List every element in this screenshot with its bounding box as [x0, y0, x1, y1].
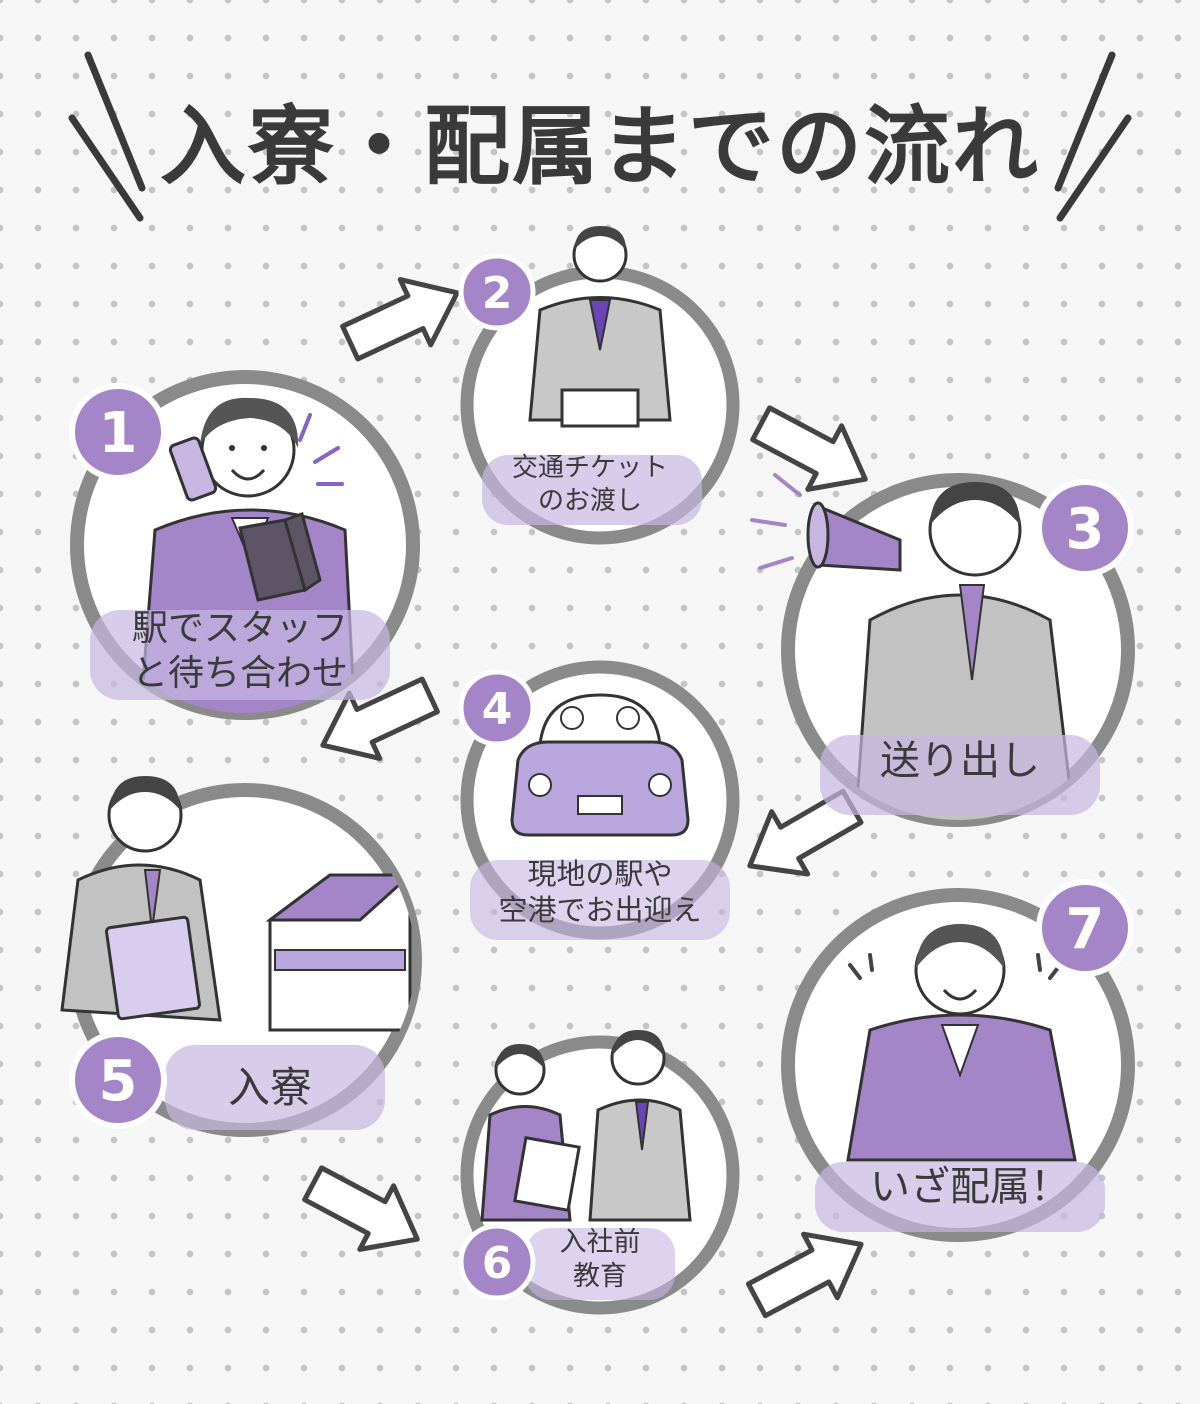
step-label-line: 入社前 — [559, 1227, 641, 1258]
step-number: 3 — [1066, 497, 1105, 562]
label-highlight — [820, 735, 1100, 815]
step-6-label: 入社前 教育 — [520, 1226, 680, 1294]
step-7-illustration — [846, 1013, 1077, 1162]
step-badge — [458, 1223, 536, 1301]
step-6: 6 — [458, 1030, 740, 1315]
step-badge — [1036, 479, 1134, 577]
ticket-icon — [560, 388, 640, 428]
step-label-line: 教育 — [573, 1260, 627, 1292]
step-3-label: 送り出し — [830, 736, 1090, 786]
step-badge — [458, 253, 536, 331]
step-label-line: のお渡し — [537, 485, 642, 516]
step-label-line: と待ち合わせ — [131, 653, 348, 694]
step-number: 5 — [99, 1049, 138, 1114]
step-label-line: 送り出し — [880, 738, 1040, 784]
flow-arrow-icon — [750, 405, 868, 492]
step-6-illustration — [480, 1098, 692, 1222]
flow-arrow-icon — [745, 1231, 864, 1319]
label-highlight — [482, 455, 702, 525]
step-7: 7 — [781, 879, 1135, 1242]
step-3: 3 — [750, 473, 1135, 827]
flow-arrow-icon — [340, 277, 460, 362]
book-icon — [238, 512, 322, 602]
page-title: 入寮・配属までの流れ — [160, 97, 1040, 197]
step-label-line: 入寮 — [227, 1063, 312, 1112]
step-number: 4 — [482, 684, 513, 735]
label-highlight — [470, 860, 730, 940]
step-label-line: いざ配属！ — [870, 1164, 1070, 1210]
clipboard-icon — [105, 915, 201, 1021]
label-highlight — [525, 1228, 675, 1300]
title-decoration-left — [68, 51, 146, 222]
step-7-label: いざ配属！ — [820, 1162, 1120, 1212]
step-badge — [69, 383, 167, 481]
step-label-line: 現地の駅や — [527, 857, 673, 891]
step-1: 1 — [69, 370, 420, 720]
step-badge — [69, 1031, 167, 1129]
step-1-label: 駅でスタッフ と待ち合わせ — [90, 606, 390, 696]
label-highlight — [90, 610, 390, 700]
label-highlight — [815, 1162, 1105, 1232]
step-number: 1 — [99, 401, 138, 466]
step-number: 6 — [482, 1238, 513, 1289]
step-badge — [1036, 879, 1134, 977]
step-2: 2 — [458, 226, 740, 545]
flow-arrow-icon — [302, 1165, 420, 1252]
car-icon — [510, 693, 690, 837]
step-4-label: 現地の駅や 空港でお出迎え — [470, 856, 730, 929]
step-label-line: 交通チケット — [511, 453, 668, 483]
megaphone-icon — [806, 501, 902, 572]
step-label-line: 駅でスタッフ — [131, 608, 348, 649]
step-5-label: 入寮 — [170, 1062, 370, 1115]
step-number: 2 — [482, 268, 513, 319]
step-number: 7 — [1066, 897, 1105, 962]
step-badge — [458, 669, 536, 747]
title-decoration-right — [1054, 51, 1132, 222]
step-2-label: 交通チケット のお渡し — [480, 452, 700, 517]
step-4: 4 — [458, 660, 740, 940]
step-5: 5 — [60, 776, 422, 1137]
phone-icon — [168, 436, 218, 502]
step-label-line: 空港でお出迎え — [498, 893, 702, 928]
label-highlight — [165, 1045, 385, 1130]
